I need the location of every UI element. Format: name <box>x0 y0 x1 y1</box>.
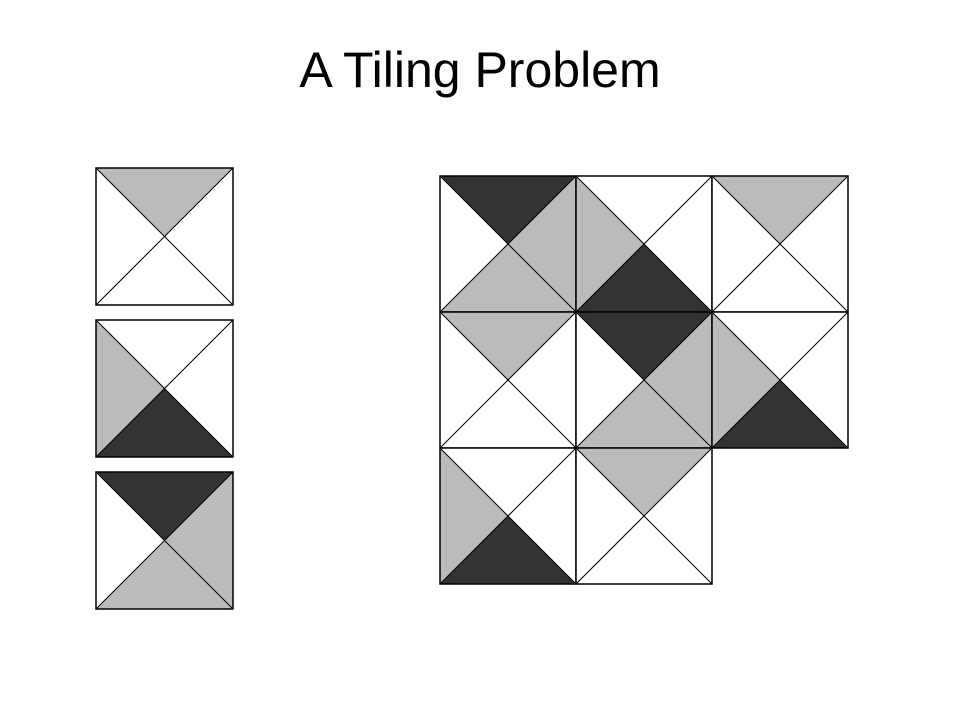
tile-type-2 <box>95 319 234 458</box>
tile-type-3-right-triangle <box>164 472 233 609</box>
grid-tile-r1-c1 <box>575 311 713 449</box>
tile-type-1-bottom-triangle <box>96 236 233 305</box>
tile-type-3-border <box>95 471 234 610</box>
grid-tile-r0-c1-left-triangle <box>576 176 644 312</box>
tile-type-1-diagonal-2 <box>95 167 234 306</box>
grid-tile-r0-c2-bottom-triangle <box>712 244 848 312</box>
grid-tile-r2-c1-left-triangle <box>576 448 644 584</box>
tile-type-2-bottom-triangle <box>96 388 233 457</box>
grid-tile-r0-c0 <box>439 175 577 313</box>
grid-tile-r1-c2-diagonal-2 <box>711 311 849 449</box>
grid-tile-r0-c1-bottom-triangle <box>576 244 712 312</box>
grid-tile-r0-c2 <box>711 175 849 313</box>
grid-tile-r2-c0-right-triangle <box>508 448 576 584</box>
tile-type-2-top-triangle <box>96 320 233 389</box>
grid-tile-r1-c1-bottom-triangle <box>576 380 712 448</box>
tile-type-2-left-triangle <box>96 320 165 457</box>
tile-type-1-border <box>95 167 234 306</box>
grid-tile-r0-c0-right-triangle <box>508 176 576 312</box>
grid-tile-r1-c0-left-triangle <box>440 312 508 448</box>
grid-tile-r1-c2-top-triangle <box>712 312 848 380</box>
tile-type-3-bottom-triangle <box>96 540 233 609</box>
tile-type-1-right-triangle <box>164 168 233 305</box>
grid-tile-r1-c2-bottom-triangle <box>712 380 848 448</box>
grid-tile-r0-c0-left-triangle <box>440 176 508 312</box>
grid-tile-r1-c2-border <box>711 311 849 449</box>
grid-tile-r0-c1-diagonal-2 <box>575 175 713 313</box>
grid-tile-r2-c1-top-triangle <box>576 448 712 516</box>
grid-tile-r2-c0-left-triangle <box>440 448 508 584</box>
grid-tile-r1-c0-bottom-triangle <box>440 380 576 448</box>
grid-tile-r0-c2-left-triangle <box>712 176 780 312</box>
tile-type-3-left-triangle <box>96 472 165 609</box>
grid-tile-r0-c1 <box>575 175 713 313</box>
grid-tile-r2-c0-top-triangle <box>440 448 576 516</box>
tile-type-3-diagonal-2 <box>95 471 234 610</box>
grid-tile-r0-c1-top-triangle <box>576 176 712 244</box>
grid-tile-r0-c1-right-triangle <box>644 176 712 312</box>
grid-tile-r2-c1-border <box>575 447 713 585</box>
tiling-grid <box>439 175 849 585</box>
grid-tile-r1-c2-right-triangle <box>780 312 848 448</box>
grid-tile-r1-c1-right-triangle <box>644 312 712 448</box>
grid-tile-r2-c0 <box>439 447 577 585</box>
slide-title: A Tiling Problem <box>299 42 661 98</box>
grid-tile-r1-c0-top-triangle <box>440 312 576 380</box>
grid-tile-r1-c1-left-triangle <box>576 312 644 448</box>
grid-tile-r1-c0-right-triangle <box>508 312 576 448</box>
grid-tile-r1-c2 <box>711 311 849 449</box>
grid-tile-r0-c0-bottom-triangle <box>440 244 576 312</box>
grid-tile-r1-c2-left-triangle <box>712 312 780 448</box>
grid-tile-r0-c2-right-triangle <box>780 176 848 312</box>
tile-type-1-top-triangle <box>96 168 233 237</box>
grid-tile-r1-c1-top-triangle <box>576 312 712 380</box>
grid-tile-r0-c0-diagonal-2 <box>439 175 577 313</box>
tile-type-legend <box>95 167 234 610</box>
grid-tile-r1-c0 <box>439 311 577 449</box>
tile-type-1-left-triangle <box>96 168 165 305</box>
grid-tile-r2-c1-bottom-triangle <box>576 516 712 584</box>
grid-tile-r1-c0-diagonal-2 <box>439 311 577 449</box>
tile-type-3-top-triangle <box>96 472 233 541</box>
grid-tile-r2-c1-diagonal-2 <box>575 447 713 585</box>
tile-type-1 <box>95 167 234 306</box>
tile-type-3 <box>95 471 234 610</box>
grid-tile-r2-c0-bottom-triangle <box>440 516 576 584</box>
tile-type-2-border <box>95 319 234 458</box>
grid-tile-r0-c2-top-triangle <box>712 176 848 244</box>
grid-tile-r2-c0-diagonal-2 <box>439 447 577 585</box>
tile-type-2-diagonal-2 <box>95 319 234 458</box>
grid-tile-r1-c1-diagonal-2 <box>575 311 713 449</box>
tile-type-2-right-triangle <box>164 320 233 457</box>
grid-tile-r2-c1 <box>575 447 713 585</box>
grid-tile-r0-c2-diagonal-2 <box>711 175 849 313</box>
grid-tile-r0-c0-top-triangle <box>440 176 576 244</box>
grid-tile-r2-c1-right-triangle <box>644 448 712 584</box>
